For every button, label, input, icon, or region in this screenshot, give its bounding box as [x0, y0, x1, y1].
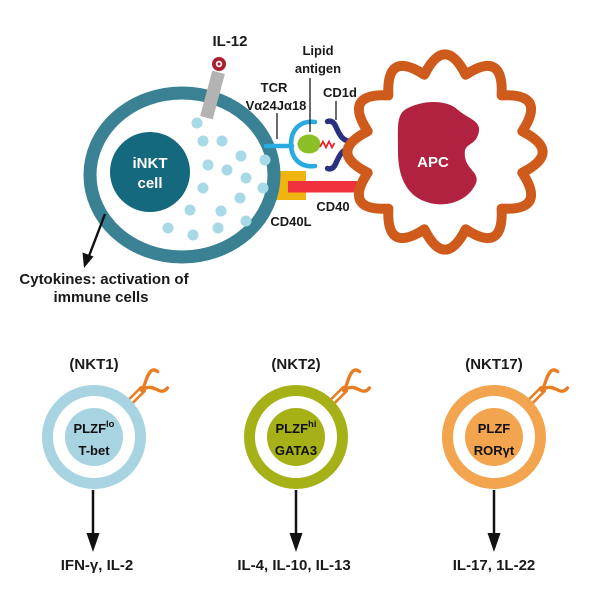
il12-receptor: [200, 70, 225, 120]
nkt17-tf2: RORγt: [474, 443, 515, 458]
il12-ligand: [212, 57, 226, 71]
cd40-label: CD40: [316, 199, 349, 214]
cd40-molecule: [288, 181, 372, 193]
nkt1-products: IFN-γ, IL-2: [61, 557, 134, 574]
cytokines-caption-line1: Cytokines: activation of: [19, 271, 189, 288]
cytokine-dots: [162, 117, 271, 241]
cd1d-label: CD1d: [323, 85, 357, 100]
nkt1-group: (NKT1) PLZFlo T-bet IFN-γ, IL-2: [42, 356, 173, 574]
nkt2-group: (NKT2) PLZFhi GATA3 IL-4, IL-10, IL-13: [237, 356, 375, 574]
cd40l-label: CD40L: [270, 214, 311, 229]
nkt1-title: (NKT1): [69, 356, 118, 373]
nkt2-nucleus: [267, 408, 325, 466]
nkt1-tf1: PLZFlo: [74, 419, 115, 436]
nkt1-tf2: T-bet: [78, 443, 110, 458]
il12-label: IL-12: [212, 33, 247, 50]
nkt2-title: (NKT2): [271, 356, 320, 373]
nkt17-products: IL-17, 1L-22: [453, 557, 536, 574]
zigzag-bond: [319, 139, 336, 150]
lipid-label-line2: antigen: [295, 61, 341, 76]
nkt2-arrowhead: [289, 533, 303, 552]
inkt-label-line2: cell: [137, 175, 162, 192]
nkt17-arrowhead: [487, 533, 501, 552]
tcr-label-line2: Vα24Jα18: [246, 98, 307, 113]
inkt-nucleus: [110, 132, 190, 212]
apc-nucleus: [397, 101, 480, 205]
nkt1-arrowhead: [86, 533, 100, 552]
nkt1-nucleus: [65, 408, 123, 466]
tcr-label-line1: TCR: [261, 80, 288, 95]
nkt2-products: IL-4, IL-10, IL-13: [237, 557, 350, 574]
nkt17-nucleus: [465, 408, 523, 466]
nkt2-tf1: PLZFhi: [276, 419, 317, 436]
lipid-antigen: [297, 134, 321, 154]
cytokines-caption-line2: immune cells: [53, 289, 148, 306]
nkt17-tf1: PLZF: [478, 421, 511, 436]
lipid-label-line1: Lipid: [302, 43, 333, 58]
cytokines-arrow: [82, 213, 107, 268]
pointer-lines: [276, 78, 337, 139]
inkt-label-line1: iNKT: [133, 155, 168, 172]
nkt17-title: (NKT17): [465, 356, 523, 373]
tcr-molecule: [263, 119, 318, 169]
nkt17-group: (NKT17) PLZF RORγt IL-17, 1L-22: [442, 356, 573, 574]
nkt2-tf2: GATA3: [275, 443, 317, 458]
apc-label: APC: [417, 154, 449, 171]
